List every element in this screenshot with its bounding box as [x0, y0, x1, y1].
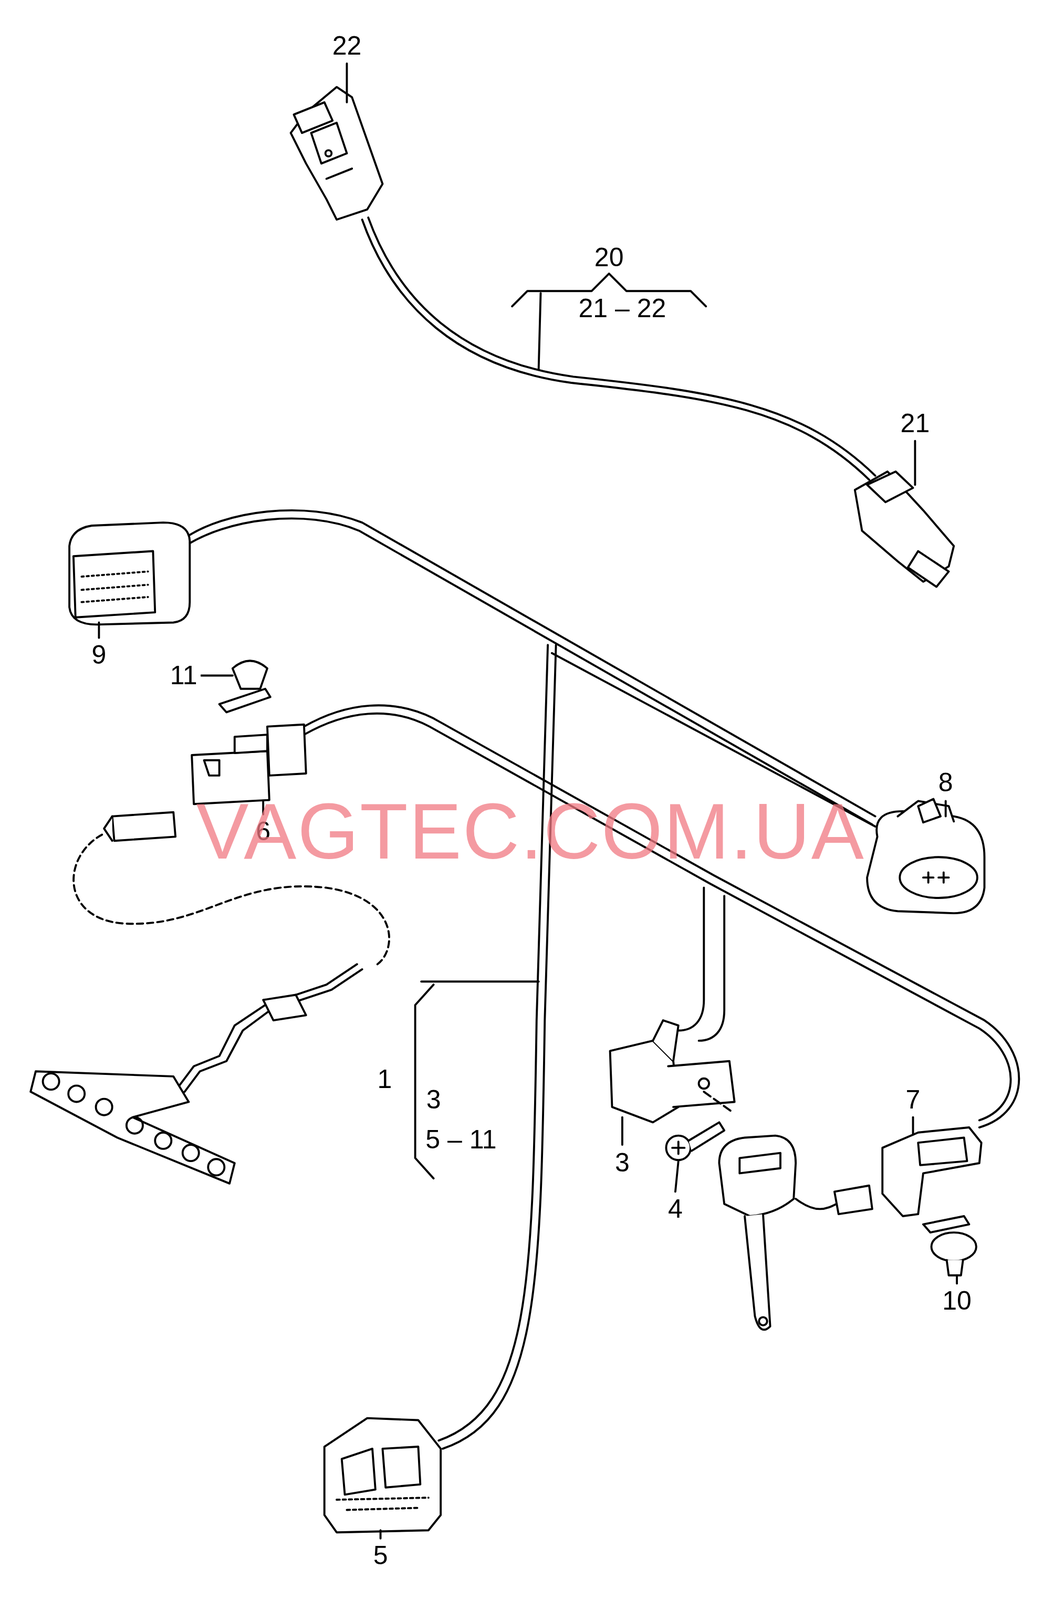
cable	[368, 217, 875, 476]
connector	[854, 471, 954, 587]
callout-range: 21 – 22	[575, 294, 670, 323]
callout-number: 22	[329, 31, 365, 60]
cable	[699, 895, 725, 1041]
callout-number: 9	[88, 640, 110, 670]
callout-number: 3	[611, 1148, 633, 1177]
callout-number: 11	[167, 661, 201, 690]
callout-range: 5 – 11	[422, 1125, 500, 1154]
callout-number: 5	[370, 1541, 392, 1570]
leader-line	[538, 293, 541, 370]
mat-sensor	[30, 964, 362, 1184]
connector	[324, 1418, 441, 1533]
callout-number: 1	[373, 1065, 395, 1094]
connector	[69, 522, 190, 625]
callout-number: 8	[935, 768, 957, 797]
callout-number: 20	[591, 243, 628, 272]
cable	[304, 705, 1019, 1128]
callout-number: 7	[902, 1085, 924, 1114]
connector	[610, 1020, 735, 1123]
cable	[438, 644, 548, 1441]
clip	[923, 1216, 977, 1276]
leader-line	[703, 1091, 733, 1113]
cable	[678, 888, 705, 1031]
callout-number: 4	[664, 1194, 686, 1224]
connector	[290, 87, 383, 221]
callout-number: 3	[423, 1085, 445, 1114]
belt-buckle	[718, 1135, 872, 1331]
callout-number: 10	[939, 1286, 975, 1316]
leader-line	[98, 63, 957, 1539]
connector	[867, 799, 985, 914]
watermark: VAGTEC.COM.UA	[195, 791, 865, 871]
callout-number: 21	[897, 409, 934, 438]
connector	[882, 1127, 982, 1217]
leader-line	[421, 980, 539, 983]
clip	[219, 660, 271, 713]
cable	[183, 518, 873, 825]
cable	[362, 219, 870, 480]
screw	[665, 1122, 725, 1161]
